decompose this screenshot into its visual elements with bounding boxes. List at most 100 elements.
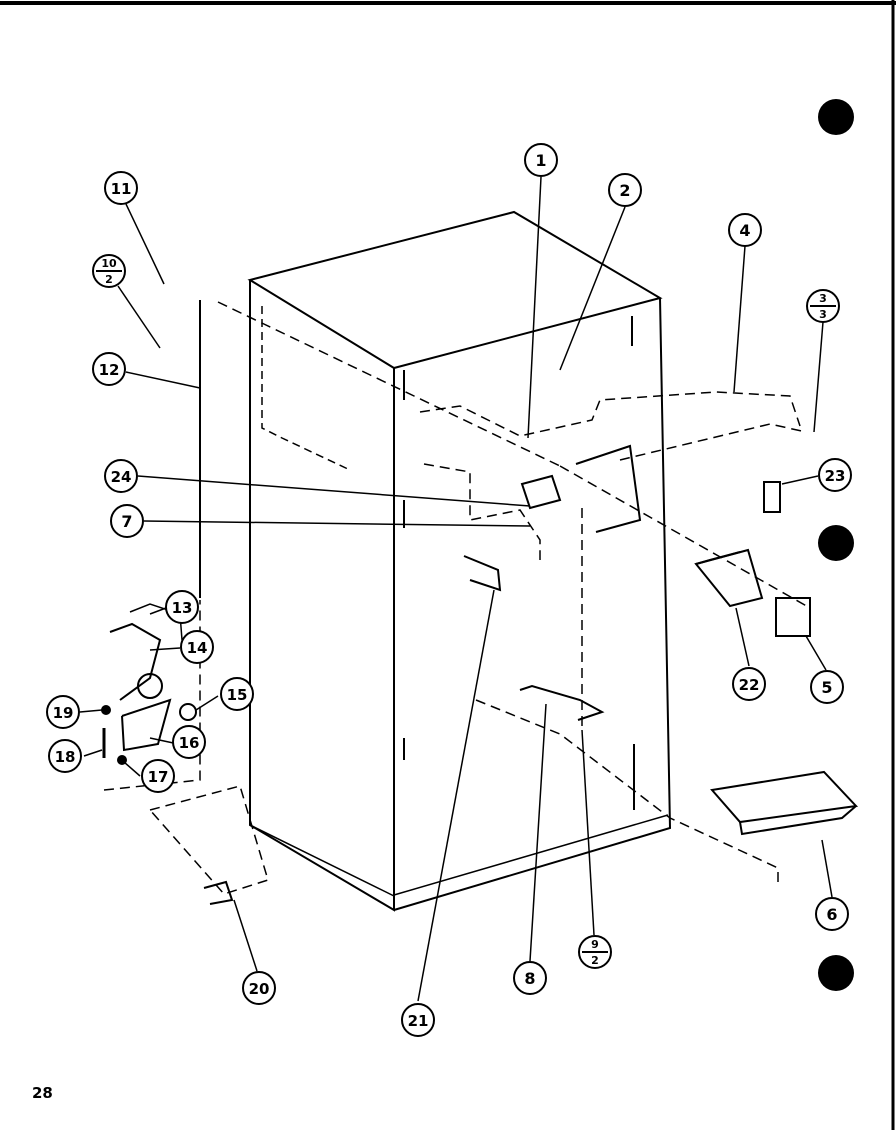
callout-4: 4: [728, 213, 762, 247]
part-23: [763, 481, 781, 513]
callout-5-label: 5: [821, 678, 832, 697]
callout-10-2-num: 10: [101, 257, 117, 270]
leader-19: [79, 709, 103, 713]
binder-hole-top: [818, 99, 854, 135]
assembly-line-floor: [149, 785, 269, 895]
leader-24: [137, 475, 531, 507]
valve-coil: [137, 673, 163, 699]
duct-22: [694, 548, 764, 608]
assembly-line-duct: [559, 465, 811, 609]
callout-21-label: 21: [408, 1012, 429, 1030]
callout-9-2-den: 2: [591, 954, 599, 967]
callout-2-label: 2: [619, 181, 630, 200]
leader-4: [733, 245, 746, 393]
callout-20-label: 20: [249, 980, 270, 998]
callout-20: 20: [242, 971, 276, 1005]
screw-19: [101, 705, 111, 715]
assembly-line-wire-2: [619, 423, 807, 461]
leader-6: [821, 839, 833, 898]
leader-18: [83, 749, 103, 757]
leader-22: [735, 607, 750, 667]
callout-4-label: 4: [739, 221, 750, 240]
cabinet-right-face: [393, 297, 672, 911]
left-recess: [261, 306, 351, 471]
cabinet: [247, 210, 672, 912]
leader-14: [149, 647, 181, 651]
callout-2: 2: [608, 173, 642, 207]
callout-19: 19: [46, 695, 80, 729]
fitting-15: [179, 703, 197, 721]
leader-3-3: [813, 321, 824, 433]
callout-24: 24: [104, 459, 138, 493]
callout-11-label: 11: [111, 180, 132, 198]
callout-9-2: 9 2: [578, 935, 612, 969]
callout-14: 14: [180, 630, 214, 664]
drain-pan-6: [710, 770, 859, 824]
cabinet-base-line-right: [393, 814, 669, 896]
callout-3-3: 3 3: [806, 289, 840, 323]
callout-23: 23: [818, 458, 852, 492]
leader-8: [529, 703, 547, 962]
callout-12: 12: [92, 352, 126, 386]
control-housing: [575, 444, 642, 533]
callout-6: 6: [815, 897, 849, 931]
callout-24-label: 24: [111, 468, 132, 486]
callout-14-label: 14: [187, 639, 208, 657]
callout-22-label: 22: [739, 676, 760, 694]
page-number: 28: [32, 1084, 53, 1102]
assembly-lines: [103, 301, 811, 895]
callout-8: 8: [513, 961, 547, 995]
assembly-line-bracket: [423, 463, 541, 560]
duct-parts: [463, 444, 859, 836]
leader-12: [125, 371, 201, 389]
callout-16: 16: [172, 725, 206, 759]
callout-15: 15: [220, 677, 254, 711]
assembly-line-pan: [475, 699, 779, 884]
cabinet-top: [247, 210, 663, 370]
bracket-21: [463, 555, 502, 592]
leader-5: [805, 635, 827, 671]
leader-13: [149, 607, 167, 615]
leader-23: [781, 475, 819, 485]
callout-17-label: 17: [148, 768, 169, 786]
callout-1: 1: [524, 143, 558, 177]
leader-10-2: [117, 285, 161, 349]
callout-9-2-num: 9: [591, 938, 599, 951]
callout-13: 13: [165, 590, 199, 624]
callout-7: 7: [110, 504, 144, 538]
assembly-line-wire: [419, 391, 801, 437]
leader-20: [233, 899, 258, 972]
duct-22-top: [695, 551, 741, 565]
leader-1: [527, 176, 542, 439]
callout-1-label: 1: [535, 151, 546, 170]
callout-22: 22: [732, 667, 766, 701]
cover-5: [775, 597, 811, 637]
thermostat-24: [520, 474, 562, 510]
callout-18-label: 18: [55, 748, 76, 766]
callout-12-label: 12: [99, 361, 120, 379]
callout-8-label: 8: [524, 969, 535, 988]
callout-21: 21: [401, 1003, 435, 1037]
cabinet-base-line: [251, 825, 395, 897]
callout-13-label: 13: [172, 599, 193, 617]
callout-11: 11: [104, 171, 138, 205]
clip-20: [203, 880, 234, 905]
leader-15: [195, 695, 219, 711]
callout-10-2-den: 2: [105, 273, 113, 286]
callout-23-label: 23: [825, 467, 846, 485]
bracket-8: [519, 684, 605, 721]
callout-18: 18: [48, 739, 82, 773]
callout-3-3-num: 3: [819, 292, 827, 305]
assembly-line-top: [217, 301, 561, 467]
binder-hole-middle: [818, 525, 854, 561]
callout-6-label: 6: [826, 905, 837, 924]
callout-3-3-den: 3: [819, 308, 827, 321]
callout-15-label: 15: [227, 686, 248, 704]
callout-17: 17: [141, 759, 175, 793]
callout-10-2: 10 2: [92, 254, 126, 288]
drain-pan-6-edge: [739, 805, 857, 836]
cabinet-left-face: [249, 280, 395, 912]
callout-5: 5: [810, 670, 844, 704]
bracket-16: [121, 698, 172, 752]
